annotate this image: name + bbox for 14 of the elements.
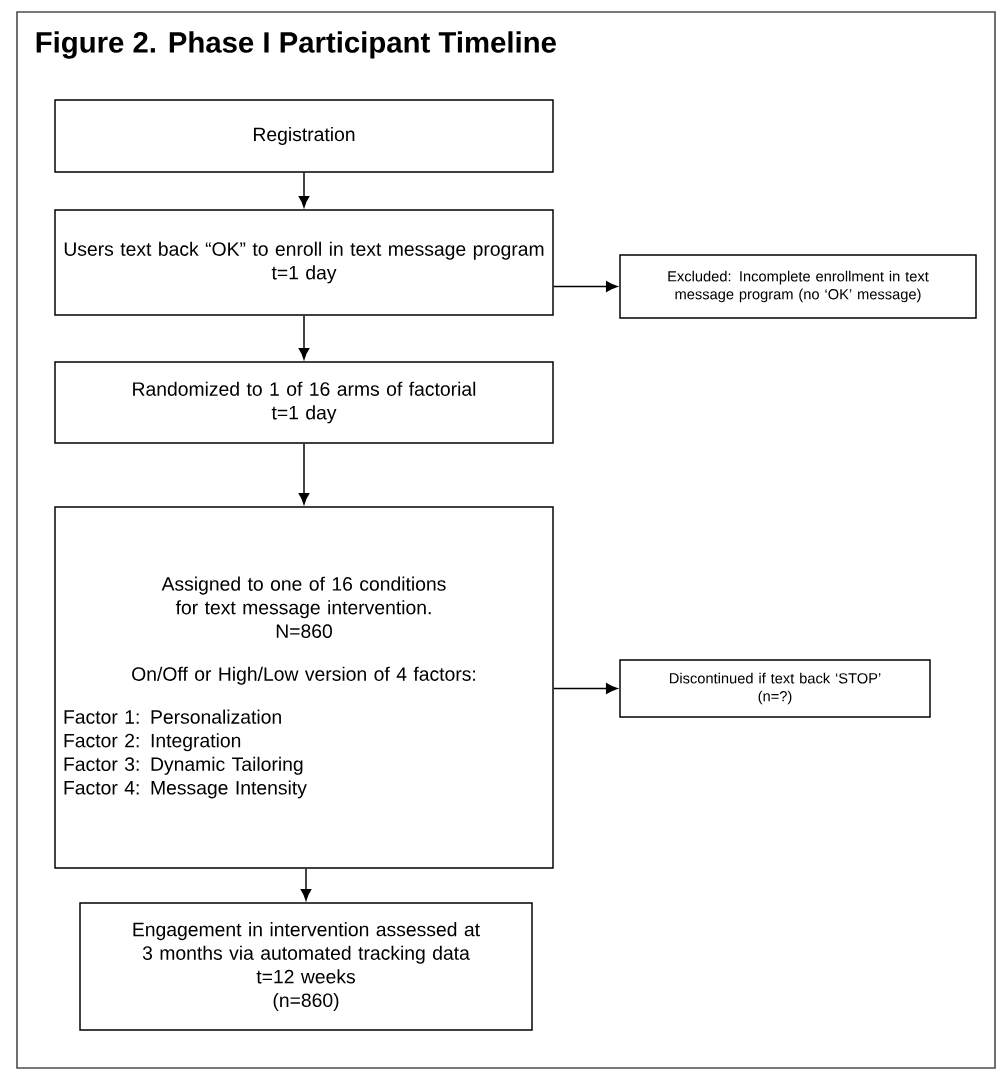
process-box: Users text back “OK” to enroll in text message program t=1 day [54, 209, 554, 316]
arrow [298, 443, 310, 505]
arrow [298, 315, 310, 360]
process-box: Randomized to 1 of 16 arms of factorial t=1 day [54, 361, 554, 444]
process-box: Discontinued if text back ‘STOP’ (n=?) [619, 659, 931, 718]
process-box: Engagement in intervention assessed at 3 months via automated tracking data t=12 weeks (n=860) [79, 902, 533, 1031]
arrow [300, 868, 312, 901]
title: Figure 2. Phase I Participant Timeline [36, 31, 556, 59]
process-box: Excluded: Incomplete enrollment in text message program (no ‘OK’ message) [619, 254, 977, 319]
arrow [553, 281, 618, 292]
arrow [298, 172, 310, 208]
process-box: Registration [54, 99, 554, 173]
arrow [553, 683, 618, 694]
process-box: Assigned to one of 16 conditions for text message intervention. N=860 On/Off or High/Low version of 4 factors: Factor 1: Personalization Factor 2: Integration Factor 3: Dynamic Tailoring Factor 4: Message Intensity [54, 506, 554, 869]
